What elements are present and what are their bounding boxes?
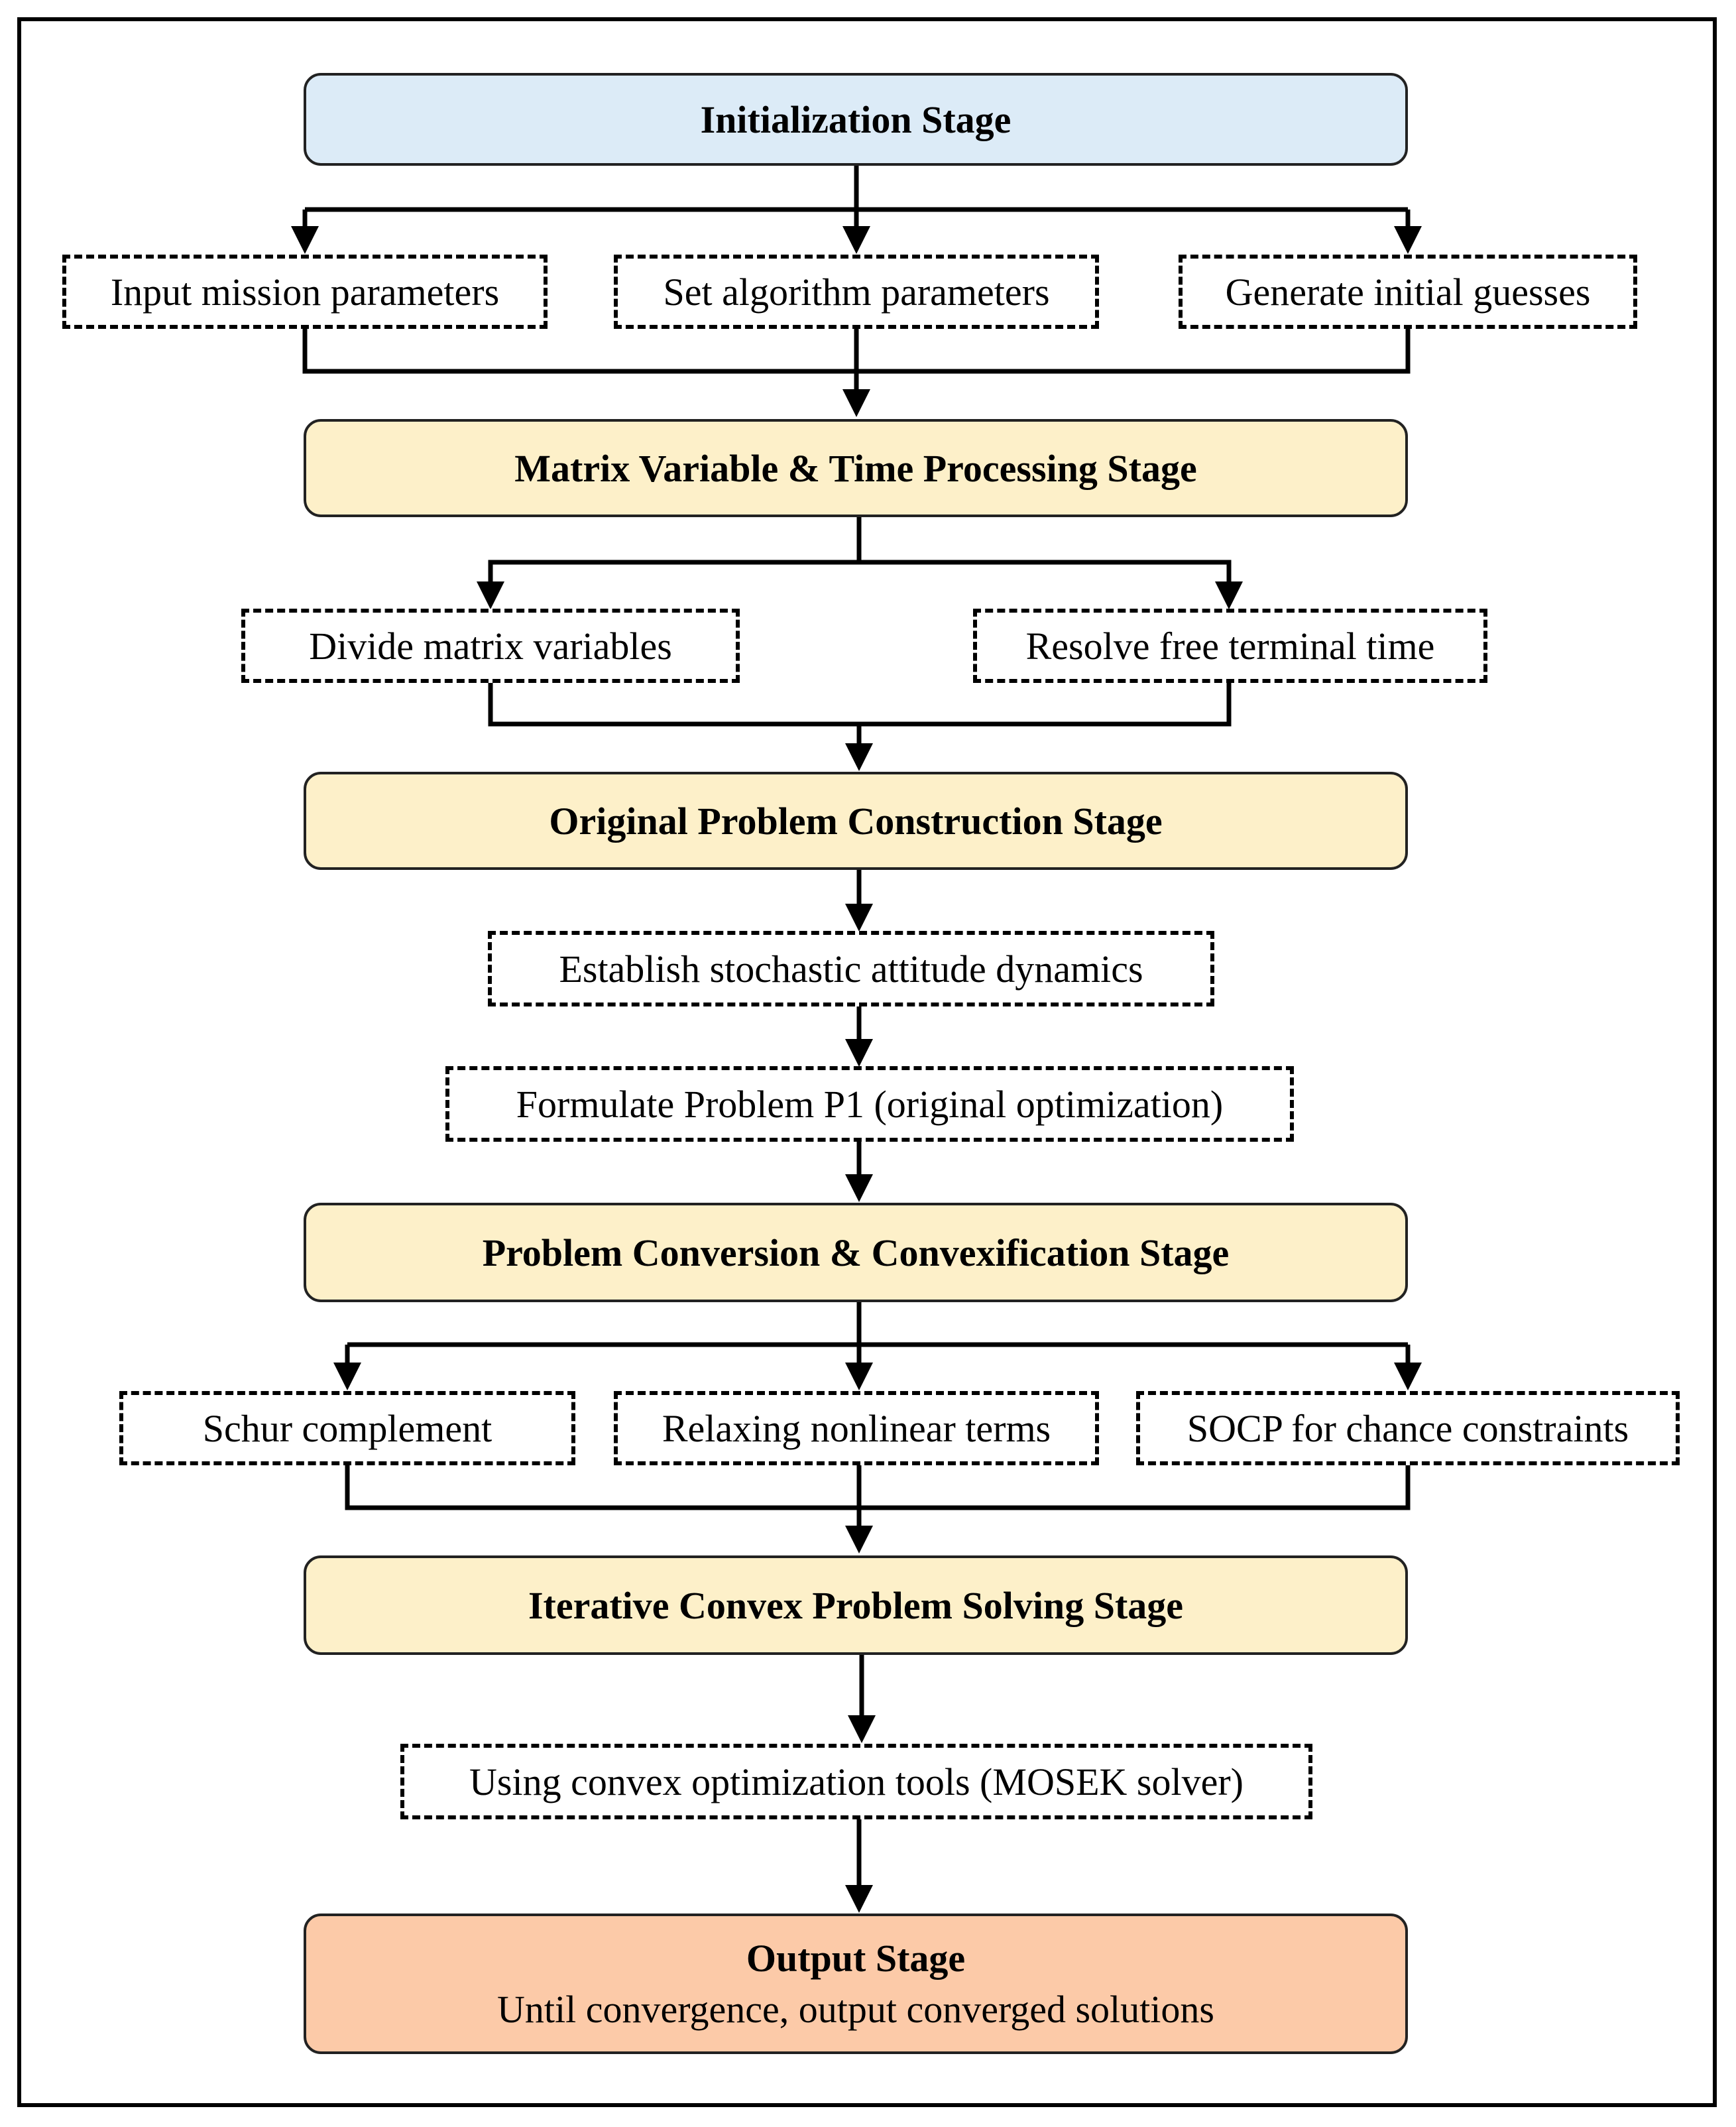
diagram-frame xyxy=(17,17,1717,2107)
step-schur-label: Schur complement xyxy=(202,1406,492,1450)
step-relaxing-box: Relaxing nonlinear terms xyxy=(614,1391,1099,1465)
step-divide-matrix-box: Divide matrix variables xyxy=(241,609,740,683)
original-problem-stage-label: Original Problem Construction Stage xyxy=(549,799,1163,843)
step-schur-box: Schur complement xyxy=(119,1391,575,1465)
output-stage-description: Until convergence, output converged solu… xyxy=(497,1988,1214,2031)
connector-matrix-merge xyxy=(488,683,1232,727)
original-problem-stage-box: Original Problem Construction Stage xyxy=(304,772,1408,870)
step-input-mission-label: Input mission parameters xyxy=(110,270,500,314)
step-stochastic-dynamics-box: Establish stochastic attitude dynamics xyxy=(488,931,1214,1006)
step-stochastic-dynamics-label: Establish stochastic attitude dynamics xyxy=(559,947,1143,991)
step-formulate-p1-box: Formulate Problem P1 (original optimizat… xyxy=(445,1066,1294,1142)
conversion-stage-box: Problem Conversion & Convexification Sta… xyxy=(304,1203,1408,1302)
conversion-stage-label: Problem Conversion & Convexification Sta… xyxy=(482,1231,1230,1274)
step-mosek-box: Using convex optimization tools (MOSEK s… xyxy=(400,1744,1312,1819)
connector-matrix-split xyxy=(488,517,1232,605)
matrix-time-stage-label: Matrix Variable & Time Processing Stage xyxy=(514,446,1197,490)
step-formulate-p1-label: Formulate Problem P1 (original optimizat… xyxy=(516,1082,1224,1126)
iterative-stage-box: Iterative Convex Problem Solving Stage xyxy=(304,1555,1408,1655)
step-free-terminal-box: Resolve free terminal time xyxy=(973,609,1487,683)
step-socp-box: SOCP for chance constraints xyxy=(1136,1391,1680,1465)
connector-conversion-merge xyxy=(345,1465,1411,1510)
step-mosek-label: Using convex optimization tools (MOSEK s… xyxy=(469,1760,1244,1803)
step-free-terminal-label: Resolve free terminal time xyxy=(1025,624,1435,668)
initialization-stage-box: Initialization Stage xyxy=(304,73,1408,166)
step-initial-guesses-label: Generate initial guesses xyxy=(1225,270,1591,314)
step-relaxing-label: Relaxing nonlinear terms xyxy=(662,1406,1051,1450)
step-set-algorithm-box: Set algorithm parameters xyxy=(614,255,1099,329)
output-stage-box: Output Stage Until convergence, output c… xyxy=(304,1914,1408,2054)
initialization-stage-label: Initialization Stage xyxy=(700,97,1012,141)
matrix-time-stage-box: Matrix Variable & Time Processing Stage xyxy=(304,419,1408,517)
step-input-mission-box: Input mission parameters xyxy=(62,255,548,329)
iterative-stage-label: Iterative Convex Problem Solving Stage xyxy=(528,1583,1184,1627)
output-stage-title: Output Stage xyxy=(746,1937,966,1980)
step-divide-matrix-label: Divide matrix variables xyxy=(309,624,672,668)
step-socp-label: SOCP for chance constraints xyxy=(1186,1406,1629,1450)
step-set-algorithm-label: Set algorithm parameters xyxy=(663,270,1050,314)
step-initial-guesses-box: Generate initial guesses xyxy=(1179,255,1637,329)
